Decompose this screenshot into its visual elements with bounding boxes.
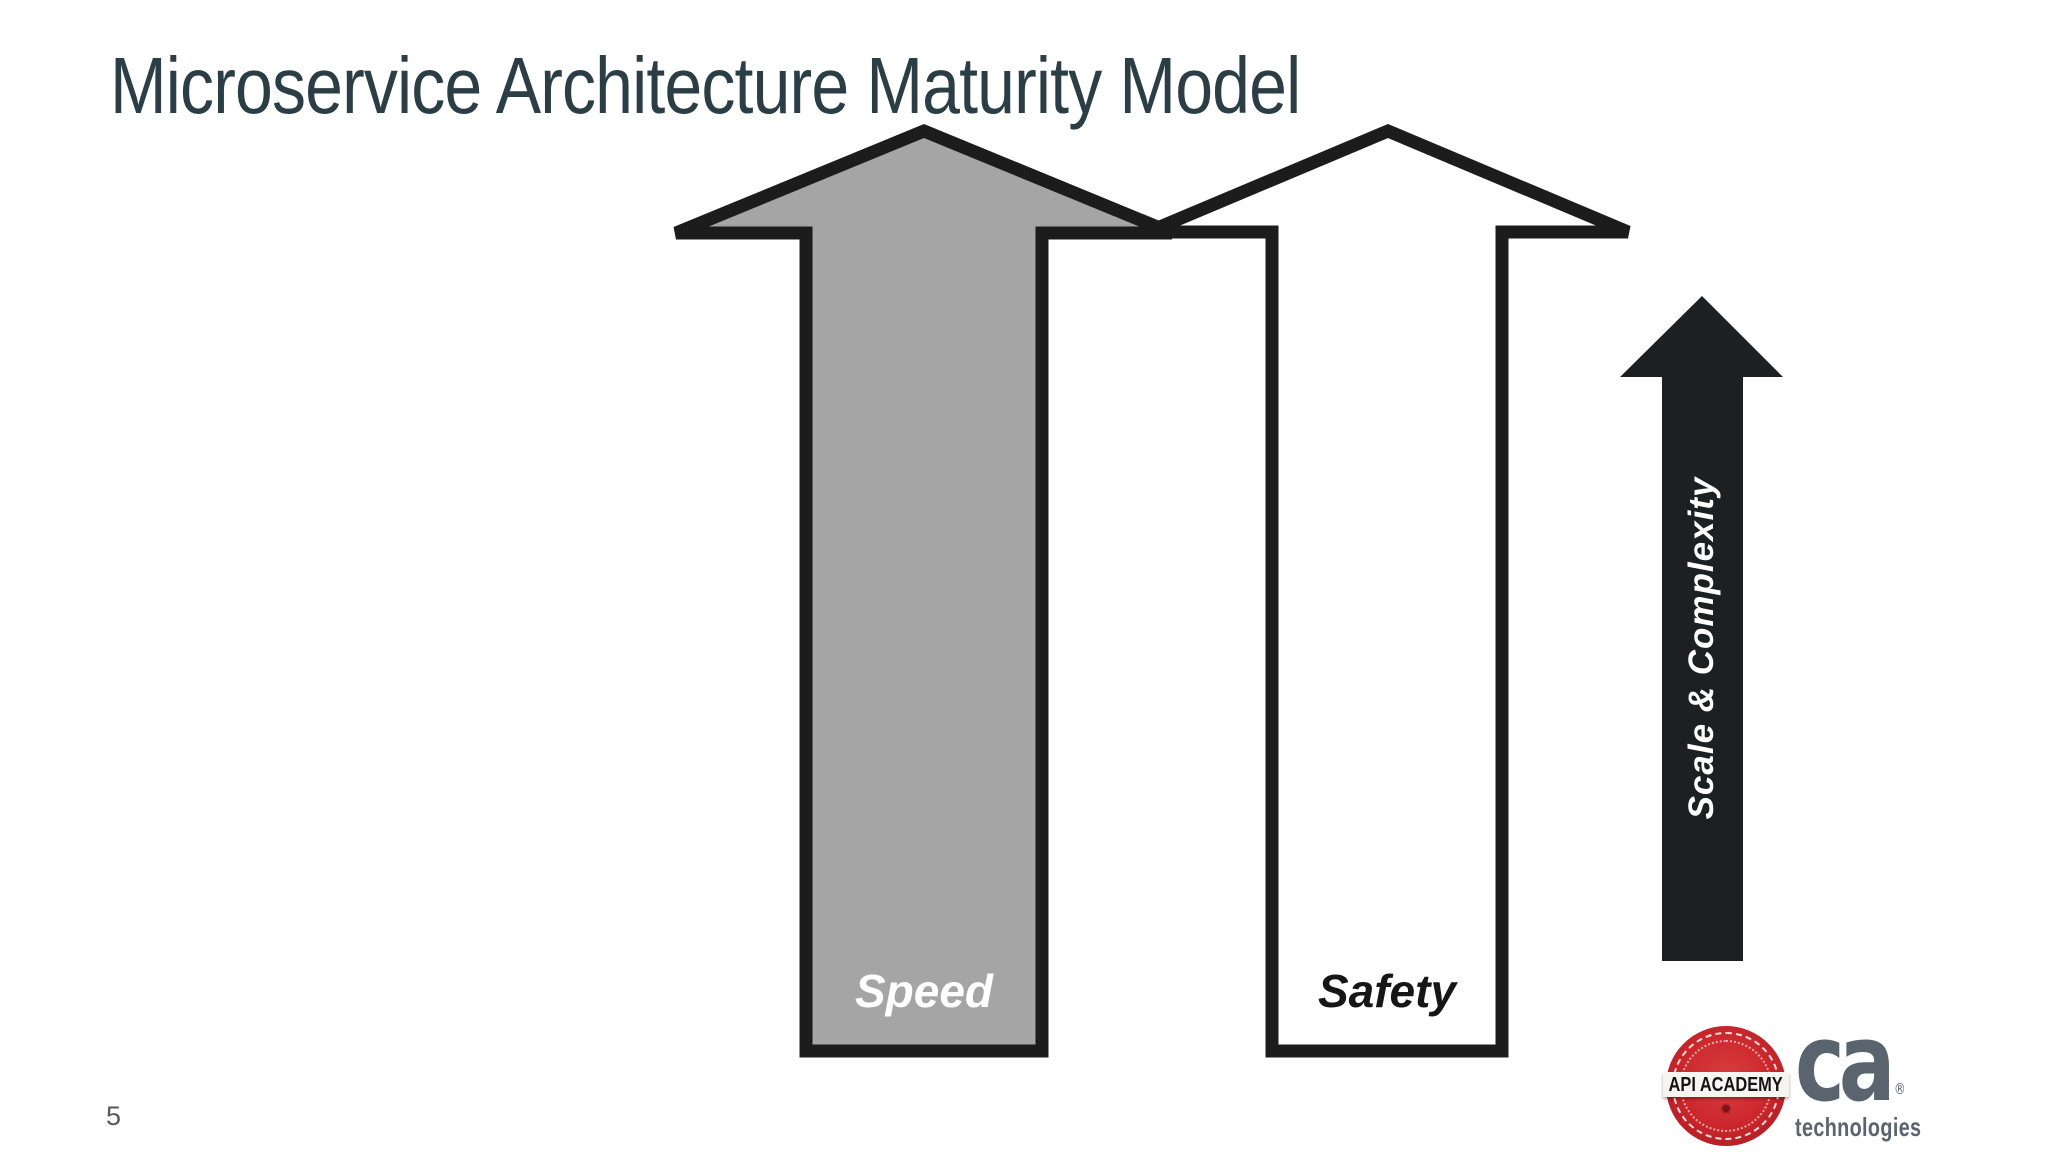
scale-complexity-arrow-shape bbox=[1620, 296, 1783, 961]
slide-title: Microservice Architecture Maturity Model bbox=[110, 41, 1301, 130]
ca-subtitle: technologies bbox=[1795, 1112, 1922, 1143]
safety-arrow-shape bbox=[1145, 123, 1631, 1058]
ca-wordmark-text: ca bbox=[1795, 1001, 1896, 1126]
api-academy-logo: API ACADEMY ✹ bbox=[1663, 1026, 1789, 1146]
api-academy-band: API ACADEMY bbox=[1663, 1072, 1789, 1097]
page-number: 5 bbox=[106, 1101, 122, 1131]
ca-technologies-logo: ca® technologies bbox=[1795, 1010, 1945, 1143]
scale-complexity-arrow-label: Scale & Complexity bbox=[1682, 476, 1721, 820]
speed-arrow-shape bbox=[673, 123, 1175, 1058]
ca-wordmark: ca® bbox=[1795, 1010, 1912, 1118]
registered-trademark-icon: ® bbox=[1893, 1080, 1906, 1098]
api-academy-label: API ACADEMY bbox=[1668, 1073, 1784, 1096]
speed-arrow-label: Speed bbox=[854, 965, 994, 1017]
safety-arrow-label: Safety bbox=[1317, 965, 1457, 1017]
star-icon: ✹ bbox=[1719, 1101, 1733, 1118]
